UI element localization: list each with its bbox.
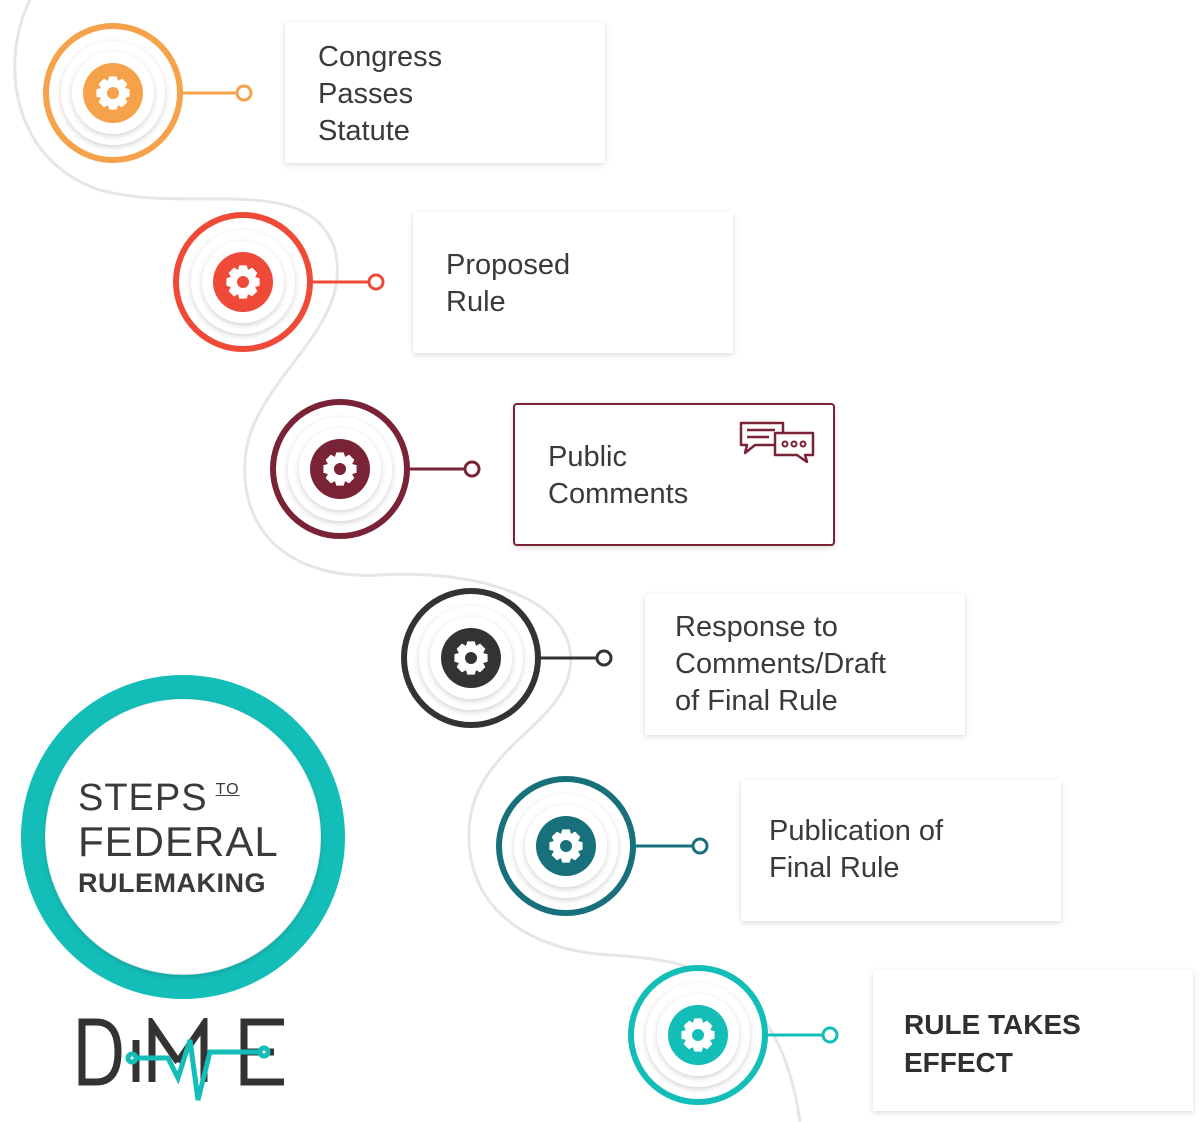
step-card-4: Response to Comments/Draft of Final Rule: [645, 594, 965, 735]
step-node-5: [496, 776, 709, 916]
connector-dot: [595, 649, 613, 667]
connector-dot: [235, 84, 253, 102]
winding-path-line: [13, 0, 802, 1122]
gear-icon: [226, 265, 260, 299]
gear-icon: [96, 76, 130, 110]
step-node-1: [43, 23, 253, 163]
title-line-1-small: TO: [215, 781, 240, 798]
gear-icon: [454, 641, 488, 675]
step-label: RULE TAKES EFFECT: [904, 1009, 1081, 1078]
connector-dot: [463, 460, 481, 478]
connector-dot: [367, 273, 385, 291]
step-card-6: RULE TAKES EFFECT: [873, 970, 1193, 1111]
step-node-2: [173, 212, 385, 352]
gear-icon: [681, 1018, 715, 1052]
title-line-2: FEDERAL: [78, 818, 279, 865]
step-label: Congress Passes Statute: [318, 41, 443, 147]
chat-bubbles-icon: [739, 421, 815, 463]
gear-icon: [549, 829, 583, 863]
gear-icon: [323, 452, 357, 486]
step-card-5: Publication of Final Rule: [741, 780, 1061, 921]
title-line-3: RULEMAKING: [78, 868, 266, 898]
title-line-1: STEPS: [78, 777, 208, 819]
connector-dot: [691, 837, 709, 855]
winding-path: [13, 0, 802, 1122]
diagram-title: STEPS TO FEDERAL RULEMAKING: [78, 768, 308, 902]
step-card-2: Proposed Rule: [413, 212, 733, 353]
step-card-1: Congress Passes Statute: [285, 22, 605, 163]
step-label: Proposed Rule: [446, 249, 571, 318]
connector-dot: [821, 1026, 839, 1044]
dime-logo: [78, 1018, 284, 1101]
title-ring: [21, 675, 345, 999]
step-node-6: [628, 965, 839, 1105]
step-label: Public Comments: [548, 441, 689, 510]
step-node-3: [270, 399, 481, 539]
step-label: Response to Comments/Draft of Final Rule: [675, 611, 887, 717]
step-node-4: [401, 588, 613, 728]
step-label: Publication of Final Rule: [769, 815, 944, 884]
step-card-3: Public Comments: [513, 403, 835, 546]
